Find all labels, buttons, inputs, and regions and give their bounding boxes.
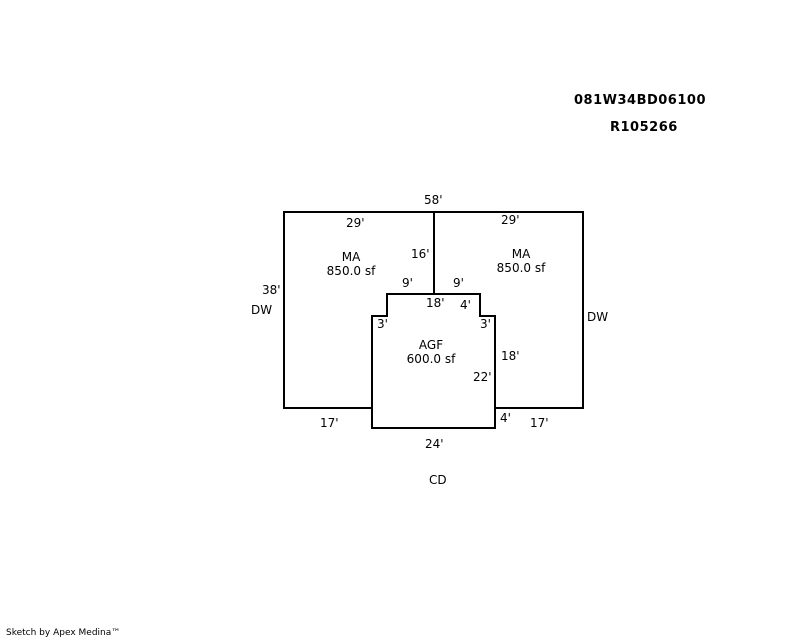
left-wing-code: MA bbox=[341, 250, 361, 264]
dim-garage-top: 18' bbox=[426, 296, 445, 310]
label-below-adjacent: CD bbox=[429, 473, 447, 487]
label-left-adjacent: DW bbox=[251, 303, 273, 317]
dim-garage-right-step-height: 3' bbox=[480, 317, 491, 331]
dim-garage-inner-side: 22' bbox=[473, 370, 492, 384]
left-wing-area: 850.0 sf bbox=[326, 264, 376, 278]
right-wing-area: 850.0 sf bbox=[496, 261, 546, 275]
garage-area: 600.0 sf bbox=[406, 352, 456, 366]
dim-left-side: 38' bbox=[262, 283, 281, 297]
dim-right-bottom: 17' bbox=[530, 416, 549, 430]
dim-garage-right-step-width: 4' bbox=[460, 298, 471, 312]
dim-total-width: 58' bbox=[424, 193, 443, 207]
dim-garage-bottom-offset: 4' bbox=[500, 411, 511, 425]
dim-right-top: 29' bbox=[501, 213, 520, 227]
dim-divider-left-offset: 9' bbox=[402, 276, 413, 290]
dim-left-bottom: 17' bbox=[320, 416, 339, 430]
label-right-adjacent: DW bbox=[587, 310, 609, 324]
dim-garage-right-side: 18' bbox=[501, 349, 520, 363]
garage-code: AGF bbox=[418, 338, 444, 352]
sketch-credit: Sketch by Apex Medina™ bbox=[6, 628, 121, 638]
parcel-id: 081W34BD06100 bbox=[574, 93, 706, 108]
dim-divider-length: 16' bbox=[411, 247, 430, 261]
left-wing-area-label: MA 850.0 sf bbox=[318, 250, 384, 278]
garage-area-label: AGF 600.0 sf bbox=[398, 338, 464, 366]
account-id: R105266 bbox=[610, 120, 678, 135]
dim-left-top: 29' bbox=[346, 216, 365, 230]
building-outline bbox=[283, 211, 584, 429]
dim-garage-left-step: 3' bbox=[377, 317, 388, 331]
right-wing-area-label: MA 850.0 sf bbox=[488, 247, 554, 275]
dim-garage-bottom: 24' bbox=[425, 437, 444, 451]
right-wing-code: MA bbox=[511, 247, 531, 261]
dim-divider-right-offset: 9' bbox=[453, 276, 464, 290]
garage-outline bbox=[371, 293, 496, 408]
